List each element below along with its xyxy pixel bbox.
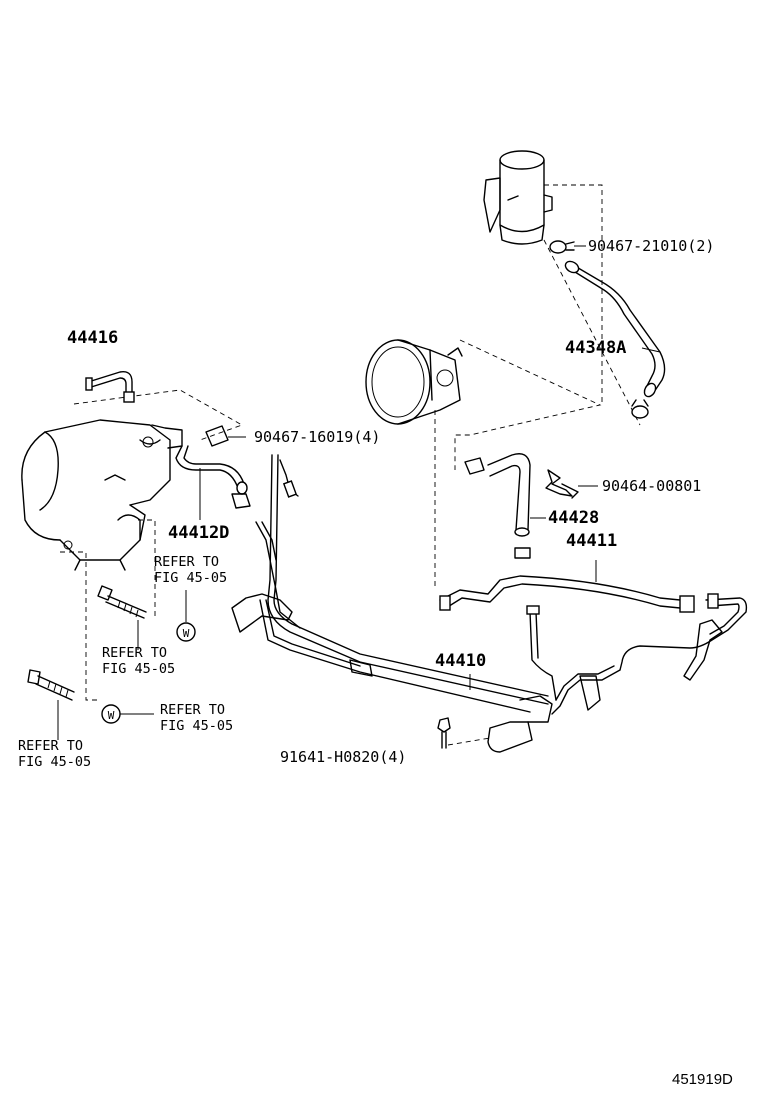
label-44412d: 44412D xyxy=(168,523,229,543)
pipe-assembly-44410 xyxy=(231,454,553,753)
pipe-44416 xyxy=(85,371,135,403)
power-steering-pump xyxy=(365,339,463,425)
bolt-91641-h0820 xyxy=(437,717,451,749)
clamp-90467-16019 xyxy=(205,425,229,447)
refer-to-1-line1: REFER TO xyxy=(154,554,219,570)
figure-id: 451919D xyxy=(672,1071,733,1088)
hose-44428 xyxy=(487,453,531,537)
label-44410: 44410 xyxy=(435,651,486,671)
refer-to-1-line2: FIG 45-05 xyxy=(154,570,227,586)
clamp-44428-upper xyxy=(464,457,485,475)
label-44428: 44428 xyxy=(548,508,599,528)
hose-44412d xyxy=(175,445,251,509)
pipe-44411 xyxy=(439,575,748,715)
clamp-90467-21010 xyxy=(549,240,575,254)
label-90464-00801: 90464-00801 xyxy=(602,477,701,495)
label-90467-21010: 90467-21010(2) xyxy=(588,237,714,255)
label-44416: 44416 xyxy=(67,328,118,348)
bracket-90464-00801 xyxy=(545,469,579,499)
refer-to-4-line1: REFER TO xyxy=(18,738,83,754)
label-91641-h0820: 91641-H0820(4) xyxy=(280,748,406,766)
reservoir-tank xyxy=(483,150,553,245)
steering-gear-housing xyxy=(21,419,183,571)
bolt-upper xyxy=(97,585,147,619)
label-44348a: 44348A xyxy=(565,338,626,358)
label-90467-16019: 90467-16019(4) xyxy=(254,428,380,446)
label-44411: 44411 xyxy=(566,531,617,551)
bolt-lower xyxy=(27,669,75,701)
refer-to-3-line1: REFER TO xyxy=(160,702,225,718)
w-symbol-upper xyxy=(176,622,196,642)
clamp-44428-lower xyxy=(514,547,531,559)
refer-to-2-line1: REFER TO xyxy=(102,645,167,661)
hose-44348a xyxy=(564,260,666,398)
w-symbol-lower-text: W xyxy=(108,709,115,722)
refer-to-2-line2: FIG 45-05 xyxy=(102,661,175,677)
refer-to-3-line2: FIG 45-05 xyxy=(160,718,233,734)
clamp-lower-44348a xyxy=(631,399,649,419)
refer-to-4-line2: FIG 45-05 xyxy=(18,754,91,770)
w-symbol-upper-text: W xyxy=(183,627,190,640)
